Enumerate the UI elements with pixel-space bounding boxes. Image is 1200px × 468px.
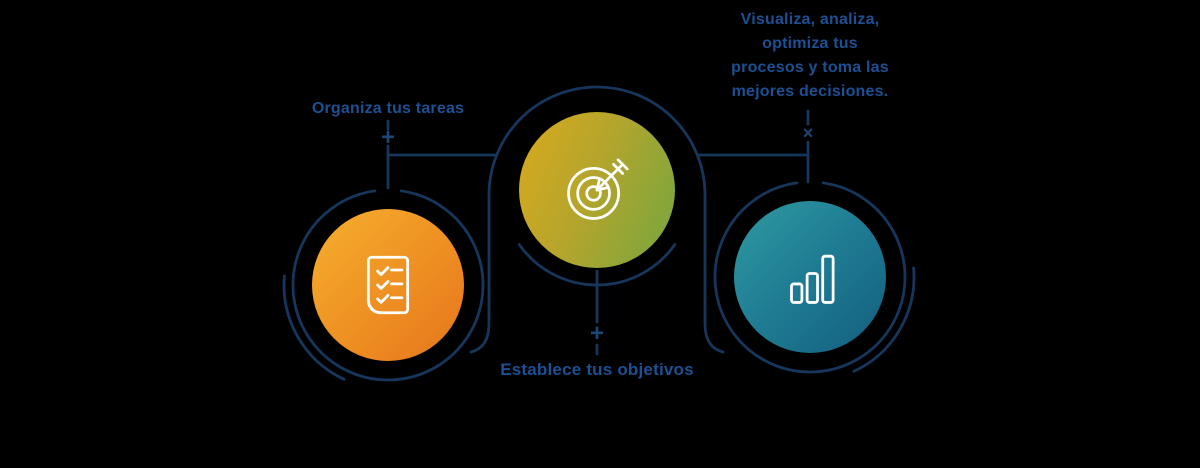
left-step-circle bbox=[312, 209, 464, 361]
left-ring-arc bbox=[291, 189, 485, 382]
right-step-label-line-4: mejores decisiones. bbox=[731, 83, 889, 100]
right-step-label-line-2: optimiza tus bbox=[762, 35, 858, 52]
right-step-label: Visualiza, analiza, optimiza tus proceso… bbox=[731, 8, 889, 104]
right-step-label-line-1: Visualiza, analiza, bbox=[740, 11, 880, 28]
left-plus-connector: + bbox=[380, 124, 396, 151]
target-icon bbox=[567, 158, 629, 220]
middle-step-label: Establece tus objetivos bbox=[500, 360, 694, 379]
right-ring-arc bbox=[713, 181, 907, 374]
right-step-label-line-3: procesos y toma las bbox=[731, 59, 889, 76]
left-step-label: Organiza tus tareas bbox=[311, 100, 465, 117]
middle-step-circle bbox=[519, 112, 675, 268]
checklist-icon bbox=[366, 255, 410, 315]
middle-plus-connector: + bbox=[589, 320, 605, 347]
right-step-circle bbox=[734, 201, 886, 353]
left-accent-arc bbox=[282, 274, 346, 381]
right-accent-arc bbox=[852, 266, 916, 373]
right-cross-connector: × bbox=[802, 123, 814, 143]
middle-arch bbox=[469, 85, 725, 354]
bar-chart-icon bbox=[790, 254, 835, 304]
